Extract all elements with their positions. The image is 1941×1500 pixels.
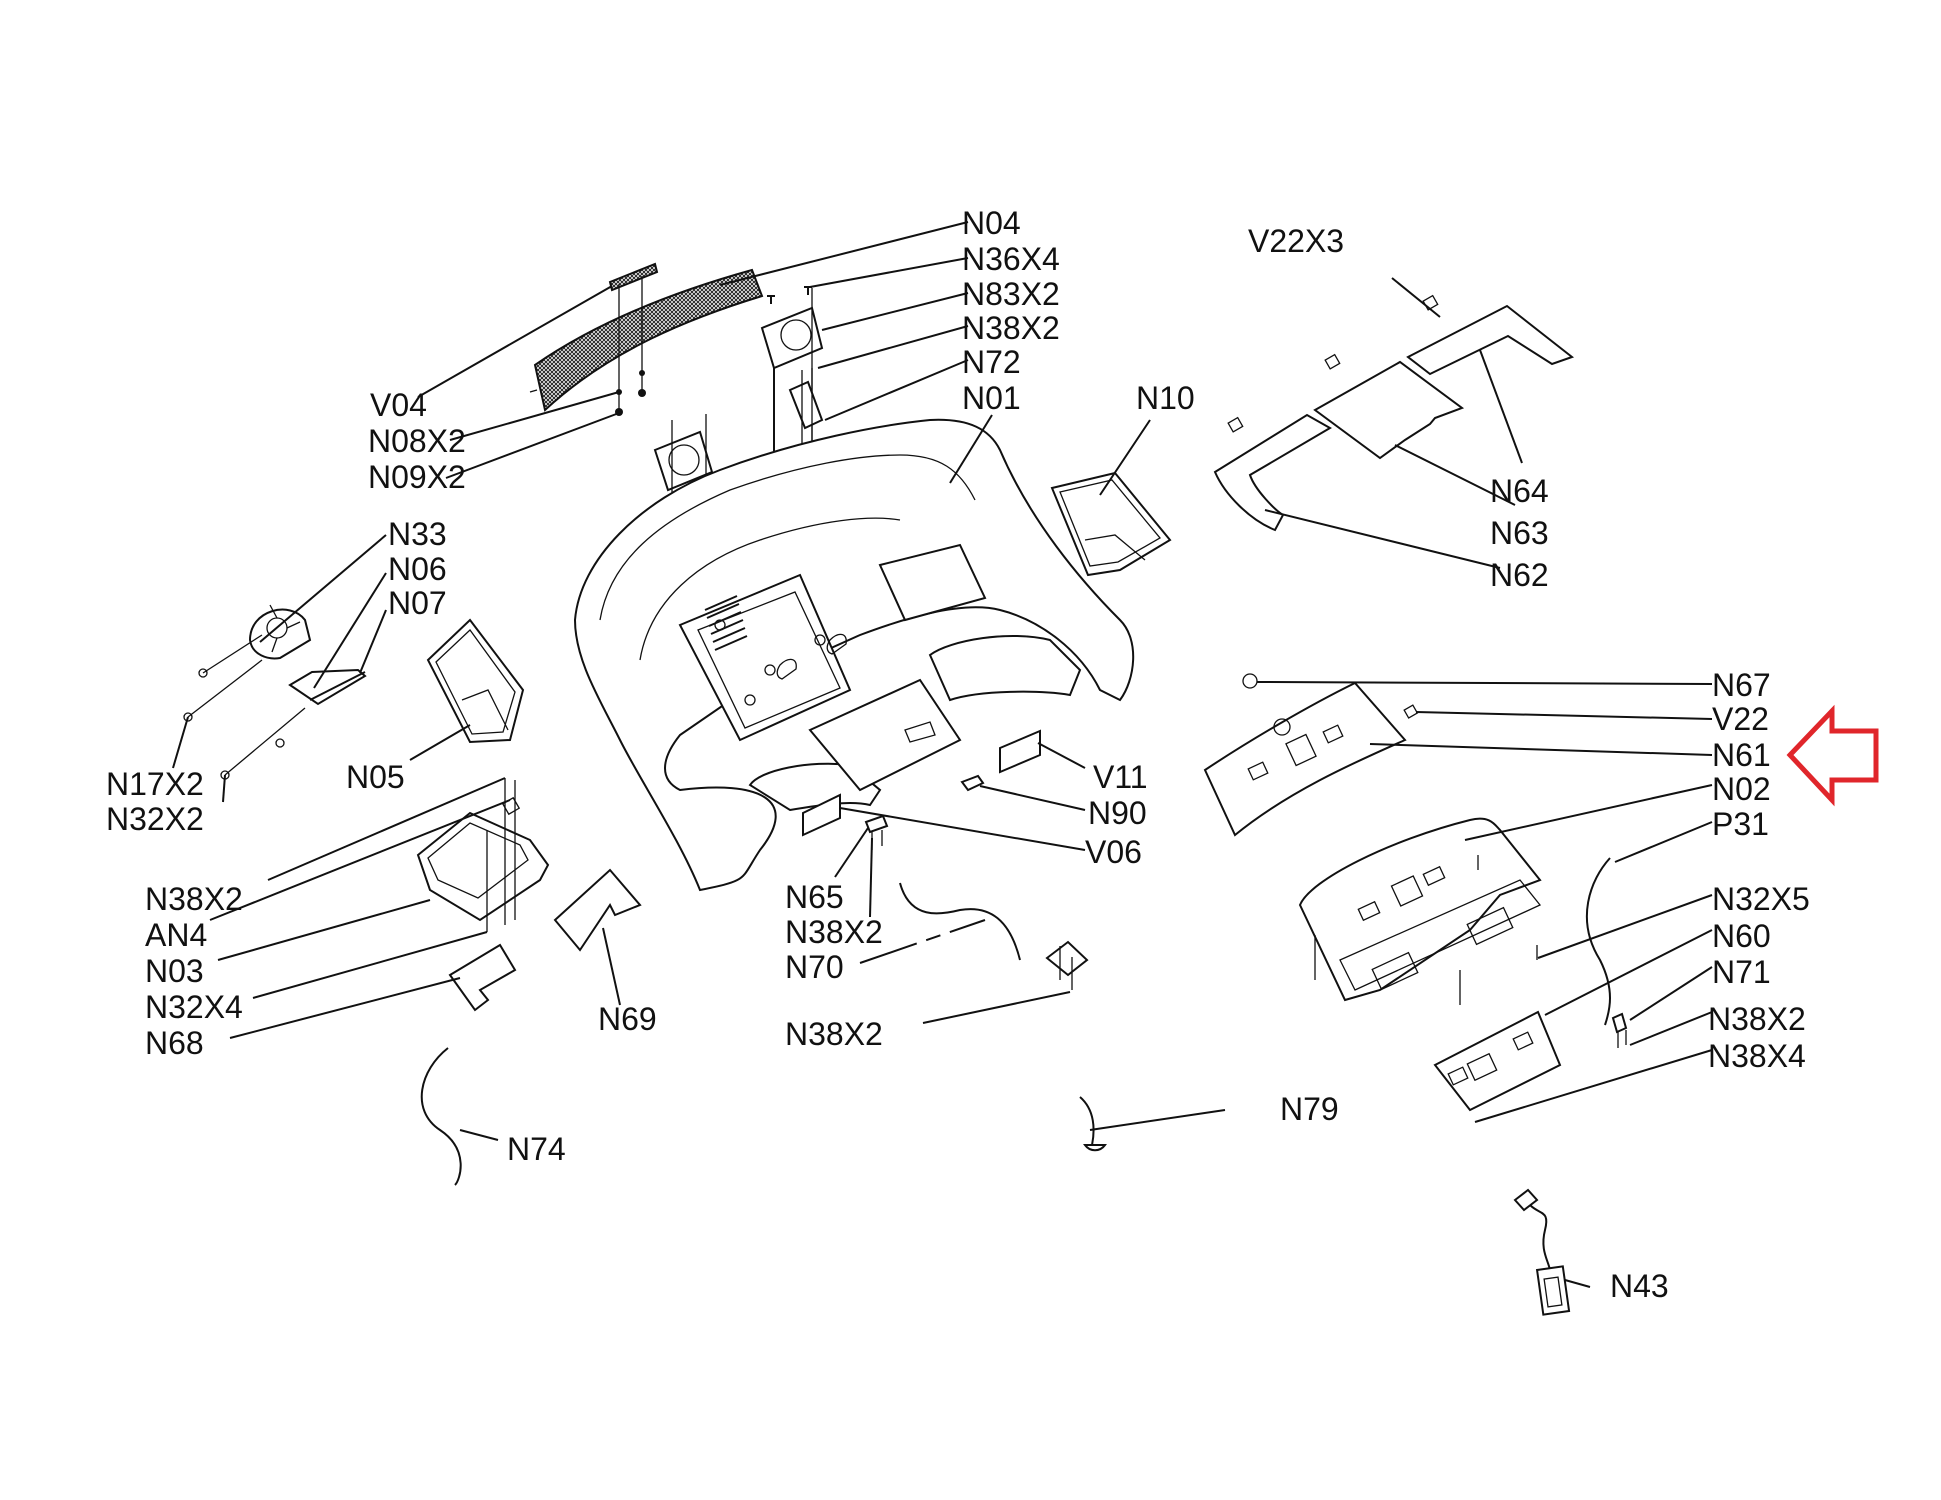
part-box-n38x2	[1045, 940, 1089, 990]
part-labels: N04 N36X4 N83X2 N38X2 N72 N01 V04 N08X2 …	[106, 205, 1810, 1304]
label-n07: N07	[388, 585, 447, 621]
label-p31: P31	[1712, 806, 1769, 842]
label-n17x2: N17X2	[106, 766, 204, 802]
part-n43-safety-key	[1513, 1188, 1571, 1316]
part-n79-cable	[1079, 1096, 1107, 1152]
label-n01: N01	[962, 380, 1021, 416]
leader-lines	[172, 221, 1713, 1288]
part-n33-fan	[248, 604, 312, 660]
label-n63: N63	[1490, 515, 1549, 551]
part-n90-sticker	[960, 774, 985, 792]
label-n32x2: N32X2	[106, 801, 204, 837]
label-n38x2-left: N38X2	[145, 881, 243, 917]
label-n05: N05	[346, 759, 405, 795]
label-v22x3: V22X3	[1248, 223, 1344, 259]
part-n70-cable	[899, 882, 1021, 961]
label-n74: N74	[507, 1131, 566, 1167]
vent-grille	[704, 595, 748, 651]
label-n43: N43	[1610, 1268, 1669, 1304]
label-n83x2: N83X2	[962, 276, 1060, 312]
part-n67-knob	[1242, 673, 1258, 689]
label-n02: N02	[1712, 771, 1771, 807]
part-n10-cup-holder	[1050, 471, 1172, 577]
label-n03: N03	[145, 953, 204, 989]
label-n69: N69	[598, 1001, 657, 1037]
label-n08x2: N08X2	[368, 423, 466, 459]
part-n69-sticker	[553, 868, 642, 952]
part-v22x3-caps	[1227, 294, 1439, 433]
part-p31-cable	[1585, 857, 1611, 1026]
label-n67: N67	[1712, 667, 1771, 703]
label-n32x5: N32X5	[1712, 881, 1810, 917]
label-n90: N90	[1088, 795, 1147, 831]
label-n04: N04	[962, 205, 1021, 241]
part-n60-board	[1433, 1010, 1562, 1112]
label-n79: N79	[1280, 1091, 1339, 1127]
part-n63-overlay	[1313, 360, 1465, 460]
part-n68-sticker	[448, 943, 517, 1012]
label-v22: V22	[1712, 701, 1769, 737]
label-n68: N68	[145, 1025, 204, 1061]
part-n65-bracket	[864, 814, 889, 850]
label-n06: N06	[388, 551, 447, 587]
label-v11: V11	[1093, 759, 1148, 795]
label-n38x4: N38X4	[1708, 1038, 1806, 1074]
label-n70: N70	[785, 949, 844, 985]
label-n72: N72	[962, 344, 1021, 380]
label-n65: N65	[785, 879, 844, 915]
part-v04-badge	[608, 262, 659, 292]
label-n38x2-lower: N38X2	[785, 1016, 883, 1052]
part-n06-n07-bracket	[288, 668, 367, 706]
label-n33: N33	[388, 516, 447, 552]
part-v22-cap	[1403, 704, 1419, 719]
part-n74-cable	[420, 1047, 462, 1186]
label-an4: AN4	[145, 917, 207, 953]
part-n17-n32-screws	[183, 634, 306, 780]
label-n60: N60	[1712, 918, 1771, 954]
label-n38x2-right: N38X2	[1708, 1001, 1806, 1037]
part-n64-overlay	[1406, 304, 1575, 376]
label-v06: V06	[1085, 834, 1142, 870]
part-n05-cup-holder	[426, 618, 525, 744]
part-v11-sticker	[999, 729, 1041, 774]
part-n71-switch	[1611, 1012, 1628, 1048]
part-n04-grille	[529, 268, 764, 412]
label-n61: N61	[1712, 737, 1771, 773]
label-n10: N10	[1136, 380, 1195, 416]
part-v06-sticker	[802, 793, 841, 837]
label-n32x4: N32X4	[145, 989, 243, 1025]
highlight-arrow-icon	[1786, 704, 1879, 807]
part-n01-console-housing	[573, 418, 1135, 892]
label-n38x2-center: N38X2	[785, 914, 883, 950]
label-n71: N71	[1712, 954, 1771, 990]
label-n36x4: N36X4	[962, 241, 1060, 277]
label-n38x2-top: N38X2	[962, 310, 1060, 346]
part-n02-console-frame	[1298, 817, 1542, 1005]
label-n62: N62	[1490, 557, 1549, 593]
label-n64: N64	[1490, 473, 1549, 509]
part-n03-base-tray	[416, 778, 550, 932]
label-n09x2: N09X2	[368, 459, 466, 495]
part-n08-n09-fasteners	[615, 276, 646, 416]
part-n61-overlay	[1203, 681, 1407, 837]
label-v04: V04	[370, 387, 427, 423]
